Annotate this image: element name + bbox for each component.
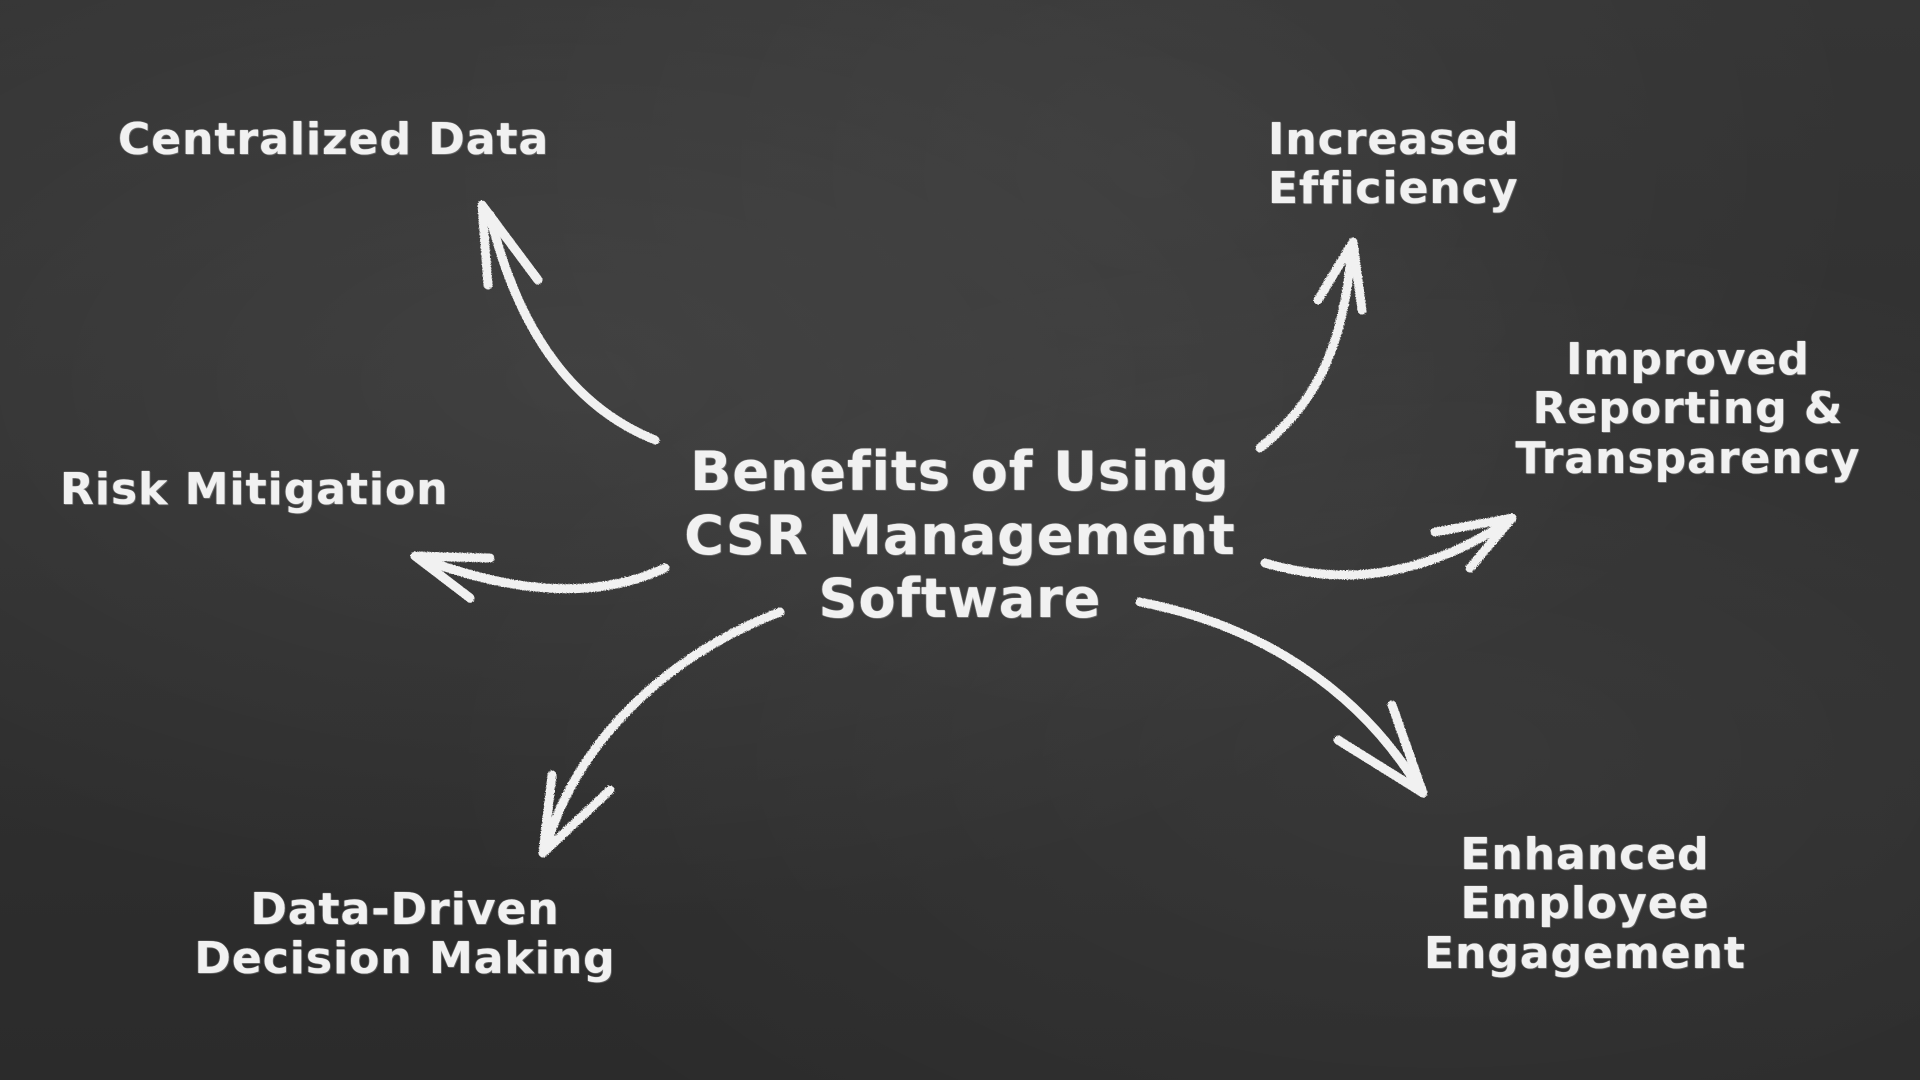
- arrow-improved-reporting: [1260, 513, 1517, 580]
- benefit-centralized-data-line-1: Centralized Data: [118, 114, 550, 165]
- benefit-data-driven: Data-Driven Decision Making: [190, 885, 620, 984]
- benefit-increased-efficiency-line-2: Efficiency: [1268, 163, 1519, 215]
- benefit-increased-efficiency: Increased Efficiency: [1268, 115, 1520, 214]
- benefit-employee-engagement-line-2: Employee: [1460, 878, 1710, 930]
- arrow-risk-mitigation: [410, 551, 670, 603]
- arrow-data-driven: [538, 607, 785, 858]
- benefit-centralized-data: Centralized Data: [118, 114, 550, 165]
- benefit-improved-reporting-line-2: Reporting &: [1532, 383, 1844, 435]
- arrow-employee-engagement: [1135, 597, 1428, 798]
- center-title: Benefits of Using CSR Management Softwar…: [660, 440, 1260, 631]
- benefit-improved-reporting-line-1: Improved: [1566, 334, 1810, 385]
- benefit-employee-engagement-line-1: Enhanced: [1460, 829, 1710, 880]
- benefit-data-driven-line-1: Data-Driven: [250, 884, 560, 935]
- benefit-employee-engagement: Enhanced Employee Engagement: [1420, 830, 1750, 978]
- center-title-line-2: CSR Management: [684, 503, 1236, 567]
- arrow-increased-efficiency: [1255, 237, 1367, 453]
- benefit-employee-engagement-line-3: Engagement: [1424, 927, 1746, 979]
- benefit-risk-mitigation-line-1: Risk Mitigation: [60, 464, 449, 515]
- benefit-improved-reporting: Improved Reporting & Transparency: [1508, 335, 1868, 483]
- benefit-data-driven-line-2: Decision Making: [194, 933, 616, 985]
- arrow-centralized-data: [477, 200, 660, 445]
- benefit-risk-mitigation: Risk Mitigation: [60, 464, 449, 515]
- benefit-increased-efficiency-line-1: Increased: [1268, 114, 1520, 165]
- benefit-improved-reporting-line-3: Transparency: [1515, 432, 1861, 484]
- center-title-line-3: Software: [818, 567, 1102, 631]
- center-title-line-1: Benefits of Using: [690, 440, 1230, 503]
